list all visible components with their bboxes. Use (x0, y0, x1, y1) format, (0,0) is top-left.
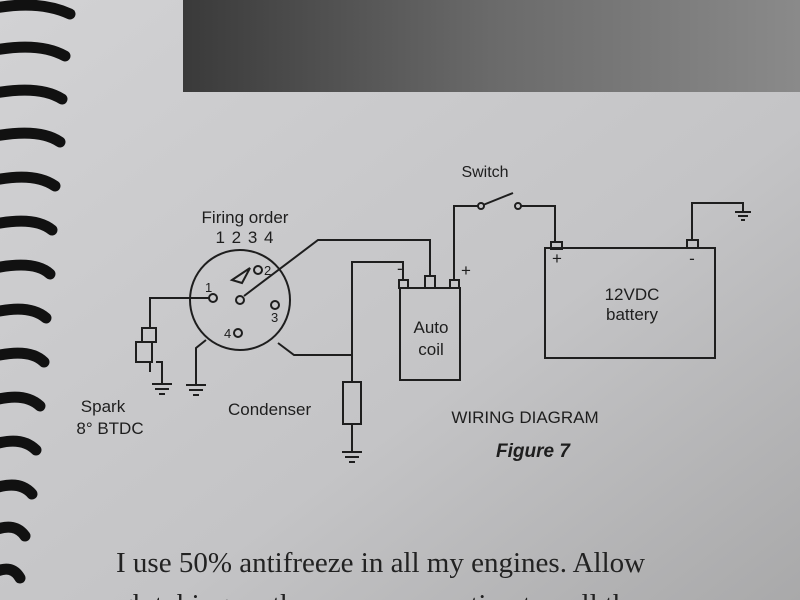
terminal-3 (270, 300, 280, 310)
switch-contact-1 (477, 202, 485, 210)
battery-minus-label: - (689, 249, 695, 268)
battery-label-1: 12VDC (605, 285, 660, 304)
coil-center-terminal (424, 275, 436, 289)
spark-label-1: Spark (81, 397, 126, 416)
firing-order-numbers: 1 2 3 4 (216, 228, 275, 247)
coil-label-2: coil (418, 340, 444, 359)
spark-label-2: 8° BTDC (76, 419, 143, 438)
wire-points (277, 342, 352, 356)
rotor-arrow-icon (229, 267, 251, 285)
top-photo (183, 0, 800, 92)
terminal-2 (253, 265, 263, 275)
wire-spark (149, 297, 209, 328)
rotor-center (235, 295, 245, 305)
ground-icon-distributor (186, 339, 207, 396)
wire-rotor-to-coil (243, 239, 431, 297)
terminal-3-label: 3 (271, 310, 278, 325)
diagram-title: WIRING DIAGRAM (451, 408, 598, 427)
battery-plus-label: + (552, 249, 562, 268)
wire-coil-plus (453, 205, 478, 280)
condenser-label: Condenser (228, 400, 312, 419)
wiring-diagram: Firing order 1 2 3 4 1 2 3 4 - + Auto co… (76, 164, 751, 463)
coil-label-1: Auto (414, 318, 449, 337)
terminal-4-label: 4 (224, 326, 231, 341)
switch-label: Switch (461, 164, 508, 181)
battery-label-2: battery (606, 305, 658, 324)
spark-plug-tip (149, 361, 163, 384)
switch-blade (482, 192, 514, 206)
distributor-cap (189, 249, 291, 351)
spark-plug-body (135, 341, 153, 363)
body-text-line-2: enough tubing on the pump connection to … (62, 589, 640, 600)
wire-switch-to-battery (521, 205, 556, 242)
battery (544, 247, 716, 359)
terminal-4 (233, 328, 243, 338)
ground-icon-condenser (342, 424, 362, 463)
figure-caption: Figure 7 (496, 441, 571, 462)
battery-plus-terminal (550, 241, 563, 250)
coil-minus-label: - (397, 259, 403, 278)
coil-plus-label: + (461, 261, 471, 280)
firing-order-title: Firing order (202, 208, 289, 227)
ground-icon-spark (152, 383, 172, 395)
wire-coil-minus (351, 261, 404, 382)
terminal-2-label: 2 (264, 263, 271, 278)
body-text-line-1: I use 50% antifreeze in all my engines. … (116, 547, 645, 579)
ground-icon-battery (691, 202, 751, 240)
terminal-1-label: 1 (205, 280, 212, 295)
spiral-binding (0, 0, 76, 584)
